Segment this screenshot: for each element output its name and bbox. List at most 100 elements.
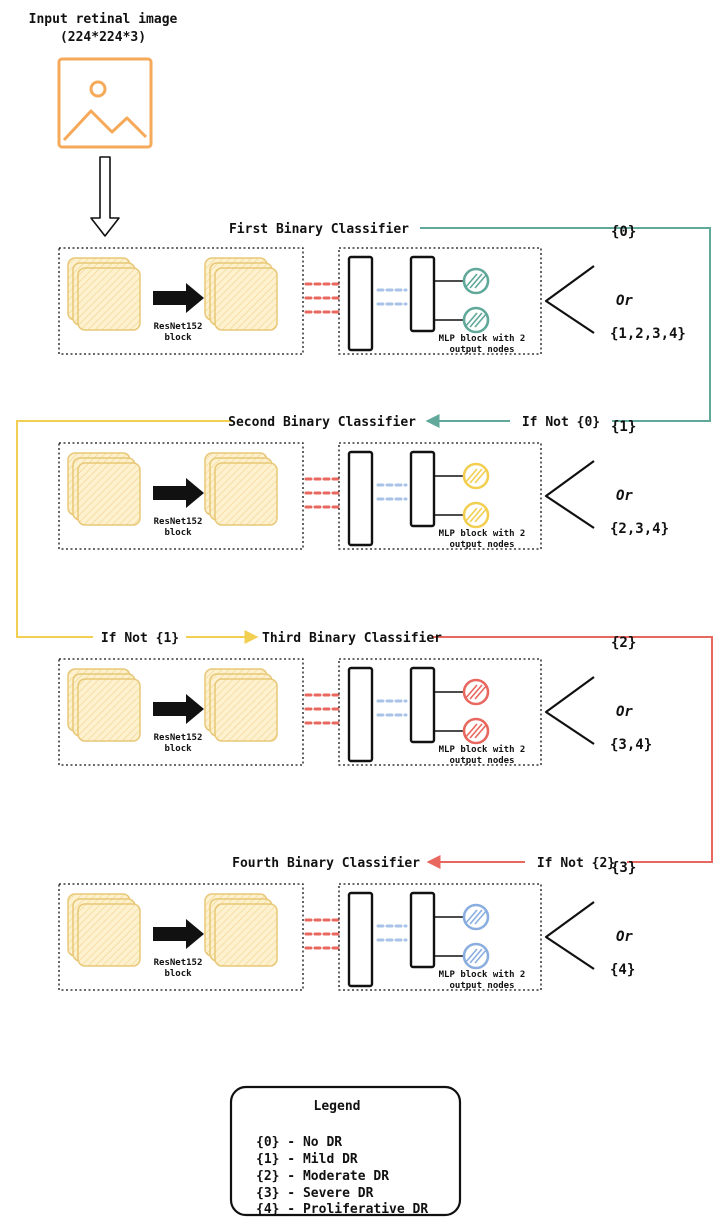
forward-arrow: [153, 283, 204, 313]
condition-if-not-2: If Not {2}: [537, 856, 615, 871]
node-hatch: [474, 948, 488, 964]
or-label: Or: [616, 293, 633, 309]
resnet-block-box: [58, 247, 304, 355]
fourth-classifier-title: Fourth Binary Classifier: [232, 856, 420, 871]
resnet-sublabel: block: [164, 969, 192, 979]
node-hatch: [474, 468, 488, 484]
route-third-to-fourth: [426, 636, 713, 869]
or-label: Or: [616, 929, 633, 945]
feature-map-layer: [214, 678, 278, 742]
first-classifier-title: First Binary Classifier: [229, 222, 409, 237]
dense-layer: [347, 450, 374, 547]
third-classifier-title: Third Binary Classifier: [262, 631, 442, 646]
legend-item: {0} - No DR: [256, 1135, 342, 1150]
feature-map-layer: [77, 462, 141, 526]
condition-if-not-0: If Not {0}: [522, 415, 600, 430]
decision-fork: [544, 901, 595, 970]
legend-item: {2} - Moderate DR: [256, 1169, 389, 1184]
node-hatch: [474, 312, 488, 328]
dense-layer: [409, 450, 436, 528]
resnet-label: ResNet152: [154, 958, 203, 968]
forward-arrow: [153, 919, 204, 949]
node-hatch: [464, 312, 478, 328]
dense-layer: [409, 255, 436, 333]
feature-map-layer: [214, 267, 278, 331]
legend-item: {1} - Mild DR: [256, 1152, 358, 1167]
node-hatch: [474, 723, 488, 739]
legend-item: {3} - Severe DR: [256, 1186, 374, 1201]
forward-arrow: [153, 694, 204, 724]
node-hatch: [464, 723, 478, 739]
dense-layer: [409, 891, 436, 969]
node-hatch: [474, 909, 488, 925]
decision-fork: [544, 676, 595, 745]
input-title-line1: Input retinal image: [29, 12, 178, 27]
node-hatch: [469, 684, 483, 700]
output-node: [462, 717, 490, 745]
output-node: [462, 501, 490, 529]
output-class-a: {2}: [611, 635, 636, 651]
output-class-b: {2,3,4}: [610, 521, 669, 537]
input-title-line2: (224*224*3): [60, 30, 146, 45]
decision-fork: [544, 460, 595, 529]
mlp-block-box: [338, 442, 542, 550]
output-node: [462, 903, 490, 931]
node-hatch: [469, 273, 483, 289]
mlp-sublabel: output nodes: [449, 345, 514, 355]
node-hatch: [464, 273, 478, 289]
node-hatch: [469, 468, 483, 484]
resnet-sublabel: block: [164, 528, 192, 538]
legend-item: {4} - Proliferative DR: [256, 1202, 428, 1217]
node-hatch: [464, 507, 478, 523]
resnet-sublabel: block: [164, 333, 192, 343]
node-hatch: [474, 684, 488, 700]
output-class-b: {1,2,3,4}: [610, 326, 686, 342]
resnet-block-box: [58, 658, 304, 766]
condition-if-not-1: If Not {1}: [101, 631, 179, 646]
resnet-block-box: [58, 883, 304, 991]
down-arrow: [90, 156, 120, 237]
output-node: [462, 267, 490, 295]
dense-layer: [347, 255, 374, 352]
legend-box: [229, 1085, 462, 1217]
resnet-sublabel: block: [164, 744, 192, 754]
output-class-b: {3,4}: [610, 737, 652, 753]
node-hatch: [464, 948, 478, 964]
legend-title: Legend: [314, 1099, 361, 1114]
dense-layer: [347, 891, 374, 988]
node-hatch: [469, 723, 483, 739]
feature-map-layer: [77, 267, 141, 331]
mlp-label: MLP block with 2: [439, 744, 526, 755]
resnet-label: ResNet152: [154, 322, 203, 332]
resnet-block-box: [58, 442, 304, 550]
second-classifier-title: Second Binary Classifier: [228, 415, 416, 430]
node-hatch: [474, 507, 488, 523]
output-class-b: {4}: [610, 962, 635, 978]
output-class-a: {1}: [611, 419, 636, 435]
mlp-sublabel: output nodes: [449, 540, 514, 550]
output-class-a: {3}: [611, 860, 636, 876]
dense-layer: [409, 666, 436, 744]
output-node: [462, 942, 490, 970]
mlp-label: MLP block with 2: [439, 333, 526, 344]
feature-map-layer: [214, 462, 278, 526]
image-icon: [57, 57, 153, 149]
node-hatch: [474, 273, 488, 289]
feature-map-layer: [77, 678, 141, 742]
feature-map-layer: [77, 903, 141, 967]
node-hatch: [469, 909, 483, 925]
decision-fork: [544, 265, 595, 334]
mlp-sublabel: output nodes: [449, 756, 514, 766]
node-hatch: [464, 909, 478, 925]
output-node: [462, 306, 490, 334]
mlp-sublabel: output nodes: [449, 981, 514, 991]
mlp-block-box: [338, 883, 542, 991]
node-hatch: [464, 468, 478, 484]
mlp-label: MLP block with 2: [439, 969, 526, 980]
mlp-label: MLP block with 2: [439, 528, 526, 539]
resnet-label: ResNet152: [154, 733, 203, 743]
